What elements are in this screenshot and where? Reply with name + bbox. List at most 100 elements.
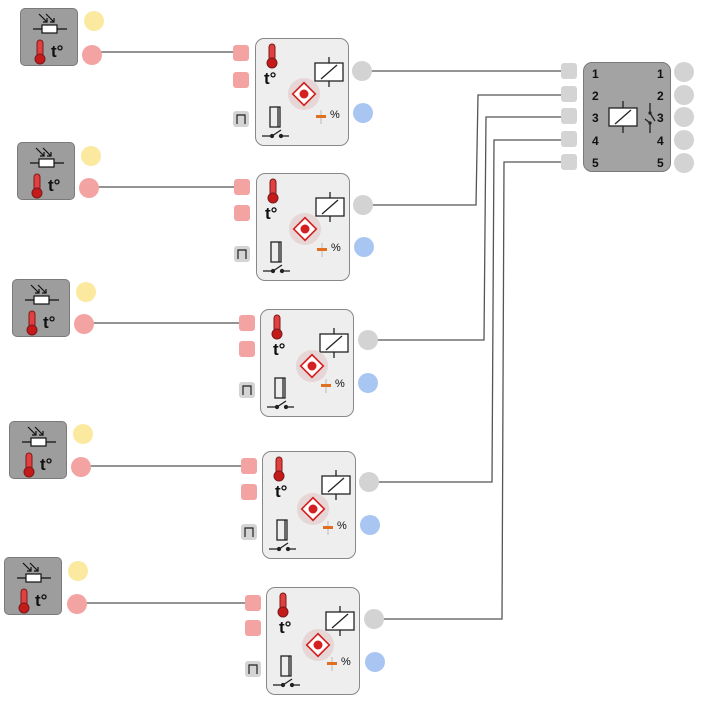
bus-input-port-1[interactable] <box>561 63 577 79</box>
percent-output-port-3[interactable] <box>358 373 378 393</box>
controller-input-port-5b[interactable] <box>245 620 261 636</box>
relay-output-port-3[interactable] <box>358 330 378 350</box>
controller-input-port-4a[interactable] <box>241 458 257 474</box>
controller-input-port-2a[interactable] <box>234 179 250 195</box>
sensor-output-port-5[interactable] <box>67 594 87 614</box>
light-sensor-icon <box>25 284 59 305</box>
relay-output-port-4[interactable] <box>359 472 379 492</box>
temperature-label: t° <box>273 340 286 359</box>
window-contact-icon <box>263 241 290 274</box>
bus-output-port-4[interactable] <box>674 130 694 150</box>
setpoint-knob-icon[interactable] <box>301 628 335 662</box>
bus-output-port-1[interactable] <box>674 62 694 82</box>
light-sensor-icon <box>22 426 56 447</box>
wire-controller3-bus3 <box>368 116 569 341</box>
controller-aux-port-3[interactable] <box>239 382 255 398</box>
controller-input-port-1b[interactable] <box>233 72 249 88</box>
setpoint-knob-icon[interactable] <box>295 349 329 383</box>
percent-output-port-4[interactable] <box>360 515 380 535</box>
controller-block-5[interactable]: t° % <box>266 587 360 695</box>
controller-input-port-3b[interactable] <box>239 341 255 357</box>
bus-input-port-4[interactable] <box>561 131 577 147</box>
sensor-aux-port-2[interactable] <box>81 146 101 166</box>
controller-aux-port-4[interactable] <box>241 524 257 540</box>
bus-output-port-3[interactable] <box>674 107 694 127</box>
window-contact-icon <box>273 655 300 688</box>
sensor-output-port-1[interactable] <box>82 45 102 65</box>
relay-output-port-2[interactable] <box>353 195 373 215</box>
thermometer-icon <box>277 592 289 618</box>
output-level-icon <box>321 379 331 393</box>
percent-output-port-1[interactable] <box>353 103 373 123</box>
relay-icon <box>319 328 349 358</box>
bus-output-port-5[interactable] <box>674 153 694 173</box>
controller-aux-port-2[interactable] <box>234 246 250 262</box>
sensor-output-port-4[interactable] <box>71 457 91 477</box>
sensor-output-port-3[interactable] <box>74 314 94 334</box>
output-level-icon <box>323 521 333 535</box>
setpoint-knob-icon[interactable] <box>296 492 330 526</box>
percent-label: % <box>330 109 340 121</box>
setpoint-knob-icon[interactable] <box>288 212 322 246</box>
bus-output-port-2[interactable] <box>674 85 694 105</box>
switch-contact-icon <box>644 103 656 133</box>
thermometer-icon <box>267 178 279 204</box>
thermometer-icon <box>271 314 283 340</box>
temperature-label: t° <box>279 618 292 637</box>
sensor-block-3[interactable]: t° <box>12 279 70 337</box>
controller-input-port-1a[interactable] <box>233 45 249 61</box>
setpoint-knob-icon[interactable] <box>287 77 321 111</box>
temperature-label: t° <box>43 313 56 332</box>
wire-controller5-bus5 <box>374 161 569 620</box>
temperature-label: t° <box>35 591 48 610</box>
percent-label: % <box>335 378 345 390</box>
relay-icon <box>321 470 351 500</box>
controller-block-4[interactable]: t° % <box>262 451 356 559</box>
sensor-output-port-2[interactable] <box>79 178 99 198</box>
bus-port-label-right-3: 3 <box>657 111 664 125</box>
multi-relay-block[interactable]: 1 2 3 4 5 1 2 3 4 5 <box>583 62 671 172</box>
thermometer-icon <box>34 39 46 65</box>
bus-port-label-left-5: 5 <box>592 156 599 170</box>
percent-label: % <box>341 656 351 668</box>
sensor-aux-port-5[interactable] <box>68 561 88 581</box>
controller-block-2[interactable]: t° % <box>256 173 350 281</box>
controller-input-port-2b[interactable] <box>234 205 250 221</box>
relay-output-port-1[interactable] <box>352 61 372 81</box>
sensor-block-1[interactable]: t° <box>20 8 78 66</box>
sensor-block-4[interactable]: t° <box>9 421 67 479</box>
sensor-aux-port-3[interactable] <box>76 282 96 302</box>
relay-output-port-5[interactable] <box>364 609 384 629</box>
controller-input-port-3a[interactable] <box>239 315 255 331</box>
temperature-label: t° <box>275 482 288 501</box>
bus-port-label-right-5: 5 <box>657 156 664 170</box>
percent-output-port-2[interactable] <box>354 237 374 257</box>
sensor-block-2[interactable]: t° <box>17 142 75 200</box>
wire-controller2-bus2 <box>363 94 569 206</box>
controller-block-3[interactable]: t° % <box>260 309 354 417</box>
window-contact-icon <box>267 377 294 410</box>
bus-input-port-5[interactable] <box>561 154 577 170</box>
controller-aux-port-1[interactable] <box>233 111 249 127</box>
percent-label: % <box>337 520 347 532</box>
percent-label: % <box>331 242 341 254</box>
sensor-block-5[interactable]: t° <box>4 557 62 615</box>
thermometer-icon <box>23 452 35 478</box>
thermometer-icon <box>18 588 30 614</box>
controller-block-1[interactable]: t° % <box>255 38 349 146</box>
sensor-aux-port-1[interactable] <box>84 11 104 31</box>
percent-output-port-5[interactable] <box>365 652 385 672</box>
bus-port-label-right-2: 2 <box>657 89 664 103</box>
temperature-label: t° <box>265 204 278 223</box>
controller-input-port-5a[interactable] <box>245 595 261 611</box>
window-contact-icon <box>262 106 289 139</box>
relay-icon <box>315 192 345 222</box>
controller-aux-port-5[interactable] <box>245 661 261 677</box>
thermometer-icon <box>266 43 278 69</box>
sensor-aux-port-4[interactable] <box>73 424 93 444</box>
bus-input-port-3[interactable] <box>561 108 577 124</box>
bus-input-port-2[interactable] <box>561 86 577 102</box>
light-sensor-icon <box>33 13 67 34</box>
controller-input-port-4b[interactable] <box>241 484 257 500</box>
